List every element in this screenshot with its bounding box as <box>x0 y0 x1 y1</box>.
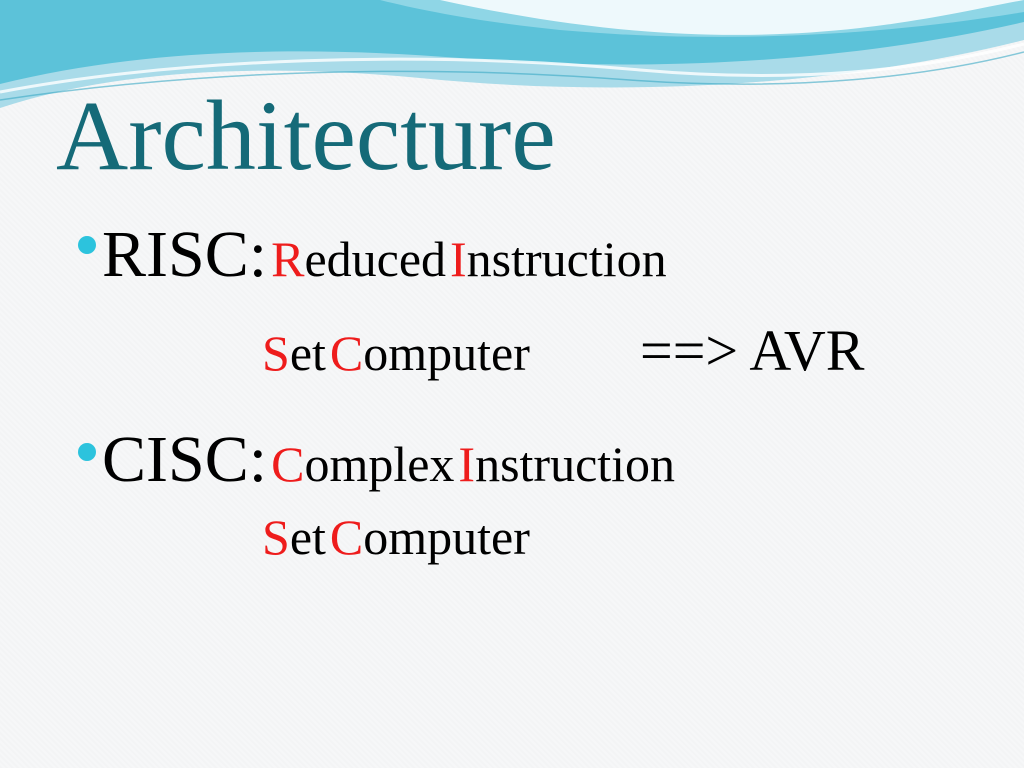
cisc-expansion-word-4: Computer <box>329 509 530 565</box>
slide-title: Architecture <box>56 80 556 191</box>
cisc-expansion-word-3: Set <box>262 509 326 565</box>
cisc-line-2: Set Computer <box>262 512 530 562</box>
bullet-dot <box>78 236 96 254</box>
risc-expansion-word-4: Computer <box>329 325 530 381</box>
bullet-dot <box>78 443 96 461</box>
highlight-letter: C <box>329 325 364 381</box>
highlight-letter: R <box>271 231 305 287</box>
risc-line-1: RISC: Reduced Instruction <box>102 222 667 288</box>
bullet-term-cisc: CISC: <box>102 423 268 496</box>
cisc-expansion-word-1: Complex <box>271 436 455 492</box>
risc-line-2: Set Computer <box>262 328 530 378</box>
highlight-letter: S <box>262 325 290 381</box>
risc-avr-note: ==> AVR <box>640 318 865 383</box>
cisc-expansion-word-2: Instruction <box>458 436 676 492</box>
risc-expansion-word-3: Set <box>262 325 326 381</box>
highlight-letter: I <box>458 436 476 492</box>
bullet-term-risc: RISC: <box>102 218 268 291</box>
highlight-letter: S <box>262 509 290 565</box>
wave-header-decoration <box>0 0 1024 108</box>
cisc-line-1: CISC: Complex Instruction <box>102 427 675 493</box>
highlight-letter: C <box>329 509 364 565</box>
highlight-letter: I <box>450 231 467 287</box>
highlight-letter: C <box>271 436 305 492</box>
risc-expansion-word-2: Instruction <box>450 231 667 287</box>
risc-expansion-word-1: Reduced <box>271 231 447 287</box>
